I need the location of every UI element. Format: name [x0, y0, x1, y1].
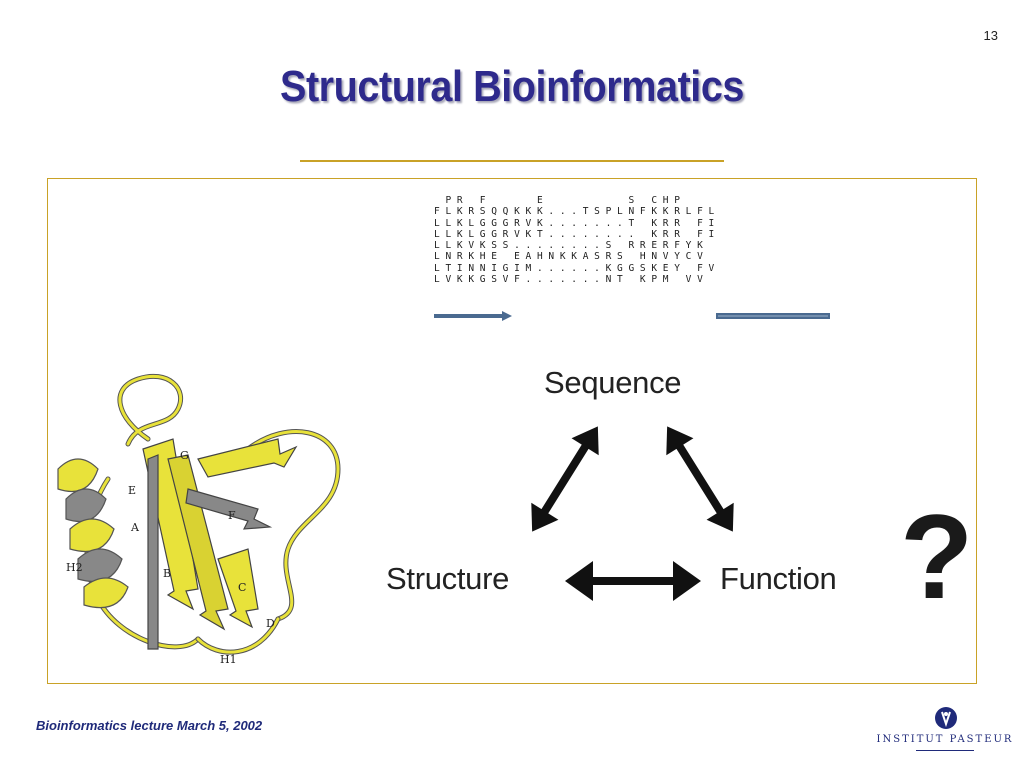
- label-a: A: [130, 521, 140, 534]
- sequence-alignment: P R F E S C H P F L K R S Q Q K K K . . …: [434, 195, 834, 285]
- strand-bar-icon: [716, 313, 830, 319]
- strand-arrow-icon: [434, 311, 512, 321]
- content-frame: G E A F H2 B C D H1 P R F E S C H P F L …: [47, 178, 977, 684]
- alignment-row: L N R K H E E A H N K K A S R S H N V Y …: [434, 251, 703, 263]
- label-h1: H1: [220, 653, 237, 666]
- pasteur-emblem-icon: [935, 707, 957, 729]
- label-h2: H2: [66, 561, 83, 574]
- logo-text: INSTITUT PASTEUR: [876, 734, 1014, 745]
- logo-rule: [916, 750, 974, 751]
- protein-ribbon-illustration: G E A F H2 B C D H1: [57, 373, 341, 666]
- label-g: G: [180, 449, 189, 462]
- structure-label: Structure: [386, 561, 510, 596]
- relationship-arrows: [531, 426, 734, 601]
- alignment-row: F L K R S Q Q K K K . . . T S P L N F K …: [434, 206, 715, 218]
- sequence-label: Sequence: [544, 365, 682, 400]
- institut-pasteur-logo: INSTITUT PASTEUR: [876, 700, 1014, 756]
- label-e: E: [128, 484, 136, 497]
- slide-title: Structural Bioinformatics: [279, 62, 745, 111]
- label-b: B: [163, 567, 171, 580]
- question-mark: ?: [900, 490, 974, 624]
- alignment-row: L L K L G G R V K T . . . . . . . . K R …: [434, 228, 715, 240]
- double-arrow-icon: [531, 426, 599, 532]
- double-arrow-icon: [666, 426, 734, 532]
- function-label: Function: [720, 561, 837, 596]
- alignment-row: L L K L G G G R V K . . . . . . . T K R …: [434, 217, 715, 229]
- label-d: D: [266, 617, 275, 630]
- alignment-row: L L K V K S S . . . . . . . . S R R E R …: [434, 240, 703, 252]
- double-arrow-icon: [565, 561, 701, 601]
- title-rule: [300, 160, 724, 162]
- alignment-row: L T I N N I G I M . . . . . . K G G S K …: [434, 262, 715, 274]
- page-number: 13: [983, 28, 998, 43]
- alignment-row: L V K K G S V F . . . . . . . N T K P M …: [434, 274, 703, 286]
- footer-text: Bioinformatics lecture March 5, 2002: [36, 718, 263, 733]
- label-c: C: [238, 581, 246, 594]
- alignment-row: P R F E S C H P: [434, 195, 703, 206]
- label-f: F: [228, 509, 236, 522]
